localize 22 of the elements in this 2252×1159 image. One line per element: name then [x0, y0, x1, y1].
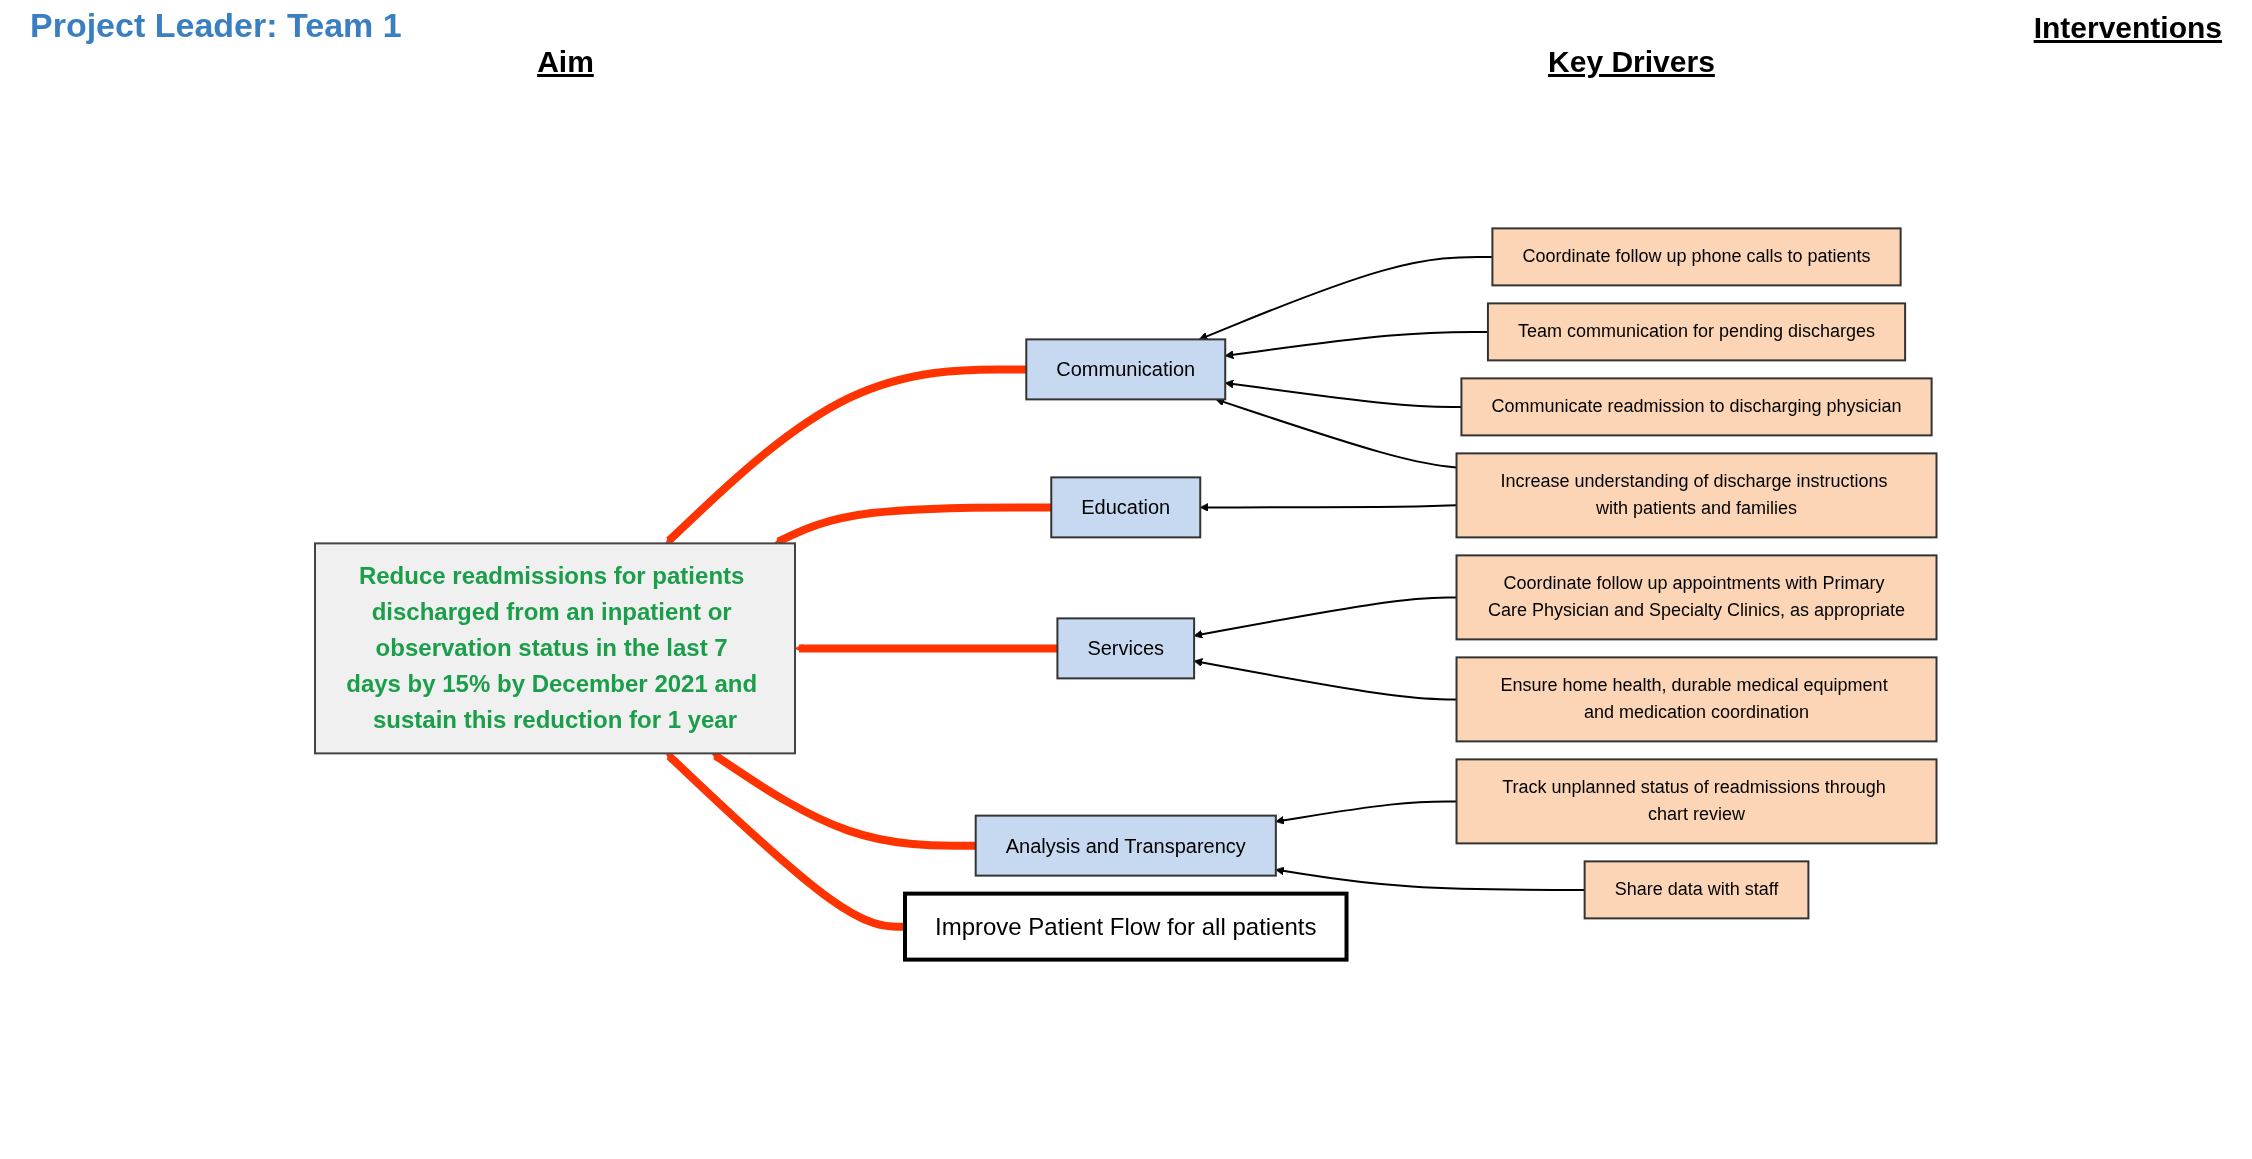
node-box: Track unplanned status of readmissions through chart review: [1455, 758, 1938, 845]
title: Project Leader: Team 1: [30, 6, 402, 45]
node-box: Education: [1050, 476, 1202, 539]
node-box: Communication: [1025, 338, 1227, 401]
node-box: Increase understanding of discharge instructions with patients and families: [1455, 452, 1938, 539]
node-box: Services: [1056, 617, 1196, 680]
node-box: Team communication for pending discharges: [1487, 302, 1907, 362]
arrow: [711, 752, 976, 850]
arrow: [794, 644, 1058, 653]
column-heading: Interventions: [2033, 11, 2222, 45]
node-box: Communicate readmission to discharging physician: [1460, 377, 1933, 437]
arrow: [666, 753, 906, 931]
column-heading: Key Drivers: [1548, 45, 1715, 79]
node-box: Coordinate follow up appointments with Primary Care Physician and Specialty Clinics, as appropriate: [1455, 554, 1938, 641]
node-box: Improve Patient Flow for all patients: [903, 891, 1349, 962]
node-box: Reduce readmissions for patients discharged from an inpatient or observation status in the last 7 days by 15% by December 2021 and sustain this reduction for 1 year: [314, 542, 797, 755]
column-heading: Aim: [537, 45, 594, 79]
arrow: [665, 365, 1027, 544]
node-box: Coordinate follow up phone calls to patients: [1491, 227, 1902, 287]
node-box: Analysis and Transparency: [974, 814, 1278, 877]
node-box: Share data with staff: [1583, 860, 1810, 920]
node-box: Ensure home health, durable medical equipment and medication coordination: [1455, 656, 1938, 743]
